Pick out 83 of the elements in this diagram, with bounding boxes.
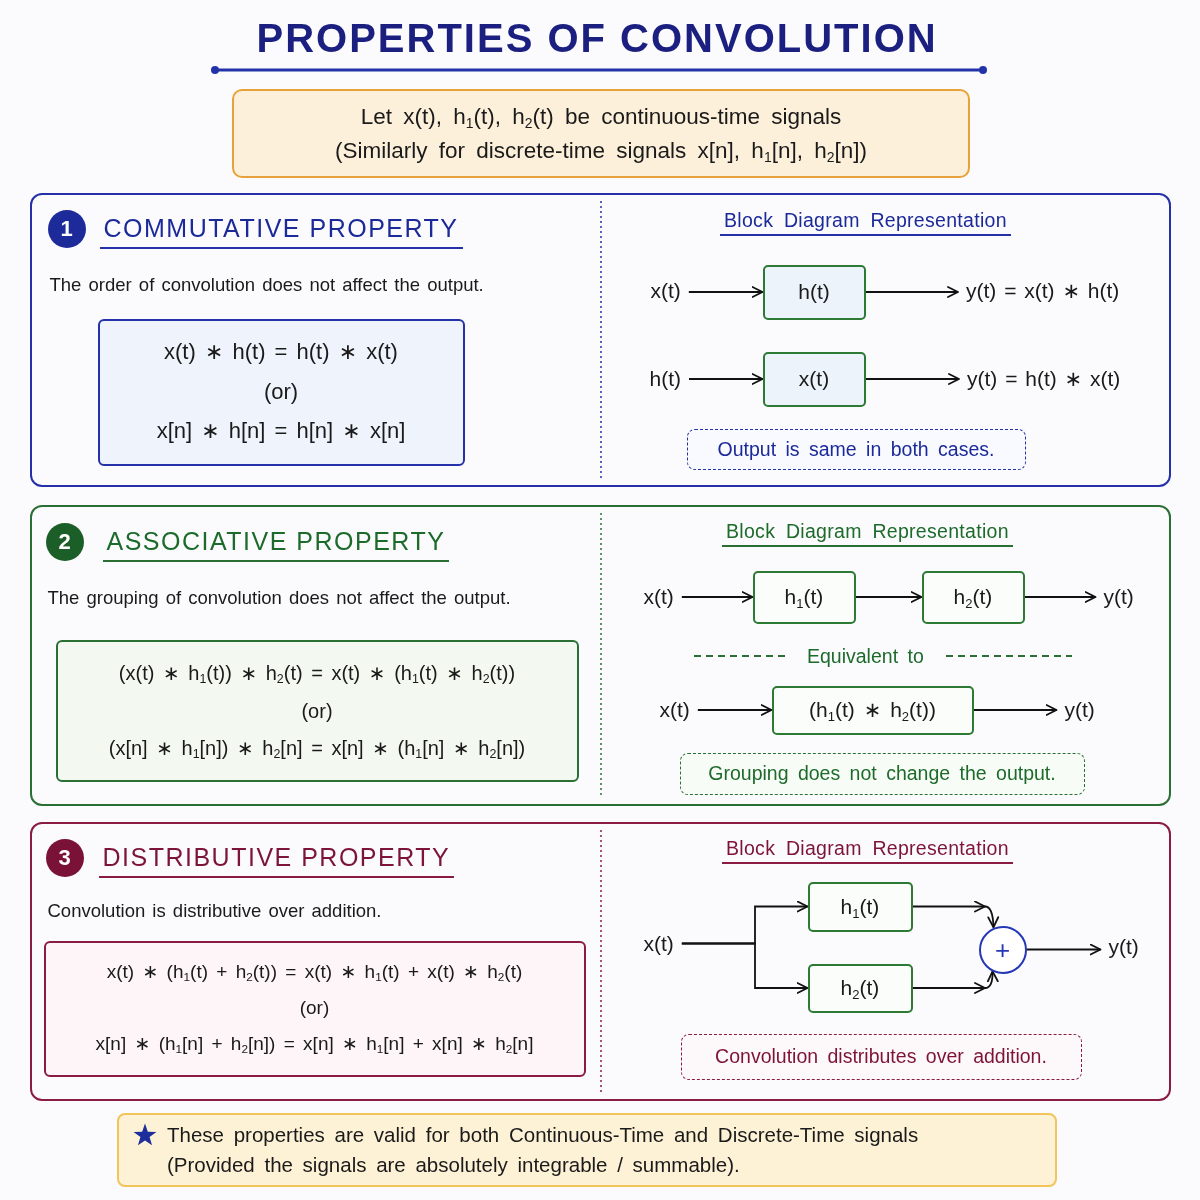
- signal-label: y(t): [1100, 931, 1147, 962]
- equivalence-label: Equivalent to: [807, 643, 924, 668]
- property-description: The order of convolution does not affect the output.: [49, 273, 484, 297]
- system-block: [921, 570, 1025, 624]
- section-number: 1: [60, 215, 73, 242]
- number-badge: [45, 522, 84, 561]
- block-label: h(t): [798, 280, 830, 304]
- signal-label: x(t): [635, 581, 682, 612]
- note-text: Grouping does not change the output.: [708, 762, 1056, 785]
- signal-label: x(t): [635, 928, 682, 959]
- note-text: Output is same in both cases.: [717, 437, 995, 461]
- arrow: [680, 942, 809, 994]
- section-number: 2: [58, 528, 71, 555]
- signal-label: y(t): [1056, 694, 1103, 725]
- arrow: [864, 286, 959, 298]
- arrow: [688, 373, 764, 385]
- number-badge: [47, 209, 86, 248]
- note-box: [686, 428, 1026, 470]
- signal-label: x(t): [642, 275, 689, 306]
- block-label: h$_{2}$(t): [840, 976, 880, 1000]
- arrow: [911, 901, 999, 929]
- intro-box: [232, 89, 970, 178]
- equation-text: (x(t) ∗ h$_{1}$(t)) ∗ h$_{2}$(t) = x(t) ∗ (h$_{1}$(t) ∗ h$_{2}$(t)): [118, 661, 516, 685]
- signal-label: y(t): [1095, 581, 1142, 612]
- arrow: [972, 704, 1058, 716]
- output-equation: y(t) = h(t) ∗ x(t): [959, 363, 1129, 394]
- property-panel: [30, 505, 1171, 806]
- system-block: [807, 881, 913, 932]
- arrow: [687, 286, 764, 298]
- footer-text: These properties are valid for both Continuous-Time and Discrete-Time signals: [167, 1122, 920, 1148]
- block-label: (h$_{1}$(t) ∗ h$_{2}$(t)): [809, 698, 936, 722]
- arrow: [854, 591, 923, 603]
- footer-note-box: [117, 1113, 1057, 1187]
- block-label: h$_{1}$(t): [784, 585, 824, 609]
- signal-label: x(t): [651, 694, 698, 725]
- property-panel: [30, 193, 1171, 487]
- arrow: [911, 970, 999, 994]
- equation-text: x[n] ∗ h[n] = h[n] ∗ x[n]: [156, 418, 406, 445]
- block-diagram-heading: Block Diagram Representation: [722, 835, 1013, 864]
- system-block: [752, 570, 856, 624]
- number-badge: [45, 838, 84, 877]
- equation-text: x(t) ∗ h(t) = h(t) ∗ x(t): [164, 339, 398, 366]
- arrow: [696, 704, 773, 716]
- property-panel: [30, 822, 1171, 1101]
- block-label: x(t): [798, 367, 830, 391]
- page-title: PROPERTIES OF CONVOLUTION: [256, 15, 938, 61]
- property-description: The grouping of convolution does not affect the output.: [47, 586, 511, 610]
- formula-box: [55, 639, 579, 782]
- note-box: [680, 1033, 1082, 1080]
- block-diagram-heading: Block Diagram Representation: [722, 518, 1013, 547]
- equation-text: (x[n] ∗ h$_{1}$[n]) ∗ h$_{2}$[n] = x[n] ∗ (h$_{1}$[n] ∗ h$_{2}$[n]): [108, 736, 526, 760]
- block-label: h$_{1}$(t): [840, 894, 880, 919]
- system-block: [771, 685, 974, 735]
- intro-text: (Similarly for discrete-time signals x[n], h$_{1}$[n], h$_{2}$[n]): [335, 137, 867, 165]
- or-text: (or): [263, 378, 299, 406]
- formula-box: [97, 318, 465, 466]
- system-block: [807, 963, 913, 1013]
- intro-text: Let x(t), h$_{1}$(t), h$_{2}$(t) be continuous-time signals: [360, 102, 842, 130]
- property-description: Convolution is distributive over addition.: [47, 899, 382, 923]
- summing-junction: [978, 925, 1027, 974]
- arrow: [680, 591, 754, 603]
- note-box: [679, 752, 1085, 795]
- arrow: [1023, 591, 1097, 603]
- formula-box: [43, 940, 586, 1077]
- output-equation: y(t) = x(t) ∗ h(t): [958, 275, 1128, 306]
- note-text: Convolution distributes over addition.: [715, 1045, 1047, 1068]
- arrow: [1025, 943, 1102, 956]
- section-title: DISTRIBUTIVE PROPERTY: [98, 841, 455, 878]
- arrow: [864, 373, 960, 385]
- equation-text: x(t) ∗ (h$_{1}$(t) + h$_{2}$(t)) = x(t) ∗ h$_{1}$(t) + x(t) ∗ h$_{2}$(t): [106, 961, 523, 985]
- system-block: [762, 351, 866, 407]
- or-text: (or): [299, 997, 330, 1020]
- system-block: [762, 264, 866, 320]
- plus-sign: +: [994, 936, 1011, 963]
- section-title: ASSOCIATIVE PROPERTY: [102, 525, 450, 562]
- footer-text: (Provided the signals are absolutely integrable / summable).: [167, 1152, 741, 1178]
- section-title: COMMUTATIVE PROPERTY: [99, 212, 463, 249]
- or-text: (or): [301, 698, 333, 723]
- section-number: 3: [58, 844, 71, 871]
- block-label: h$_{2}$(t): [953, 585, 993, 609]
- equation-text: x[n] ∗ (h$_{1}$[n] + h$_{2}$[n]) = x[n] ∗ h$_{1}$[n] + x[n] ∗ h$_{2}$[n]: [95, 1032, 534, 1056]
- block-diagram-heading: Block Diagram Representation: [720, 207, 1011, 236]
- signal-label: h(t): [641, 363, 689, 394]
